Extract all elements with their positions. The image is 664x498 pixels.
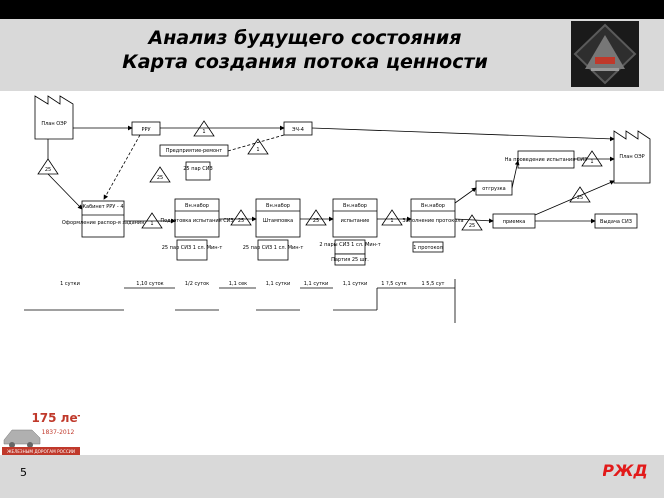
anniversary-logo-icon: 175 лет 1837-2012 ЖЕЛЕЗНЫМ ДОРОГАМ РОССИ… (2, 411, 80, 455)
cabinet-top-label: Кабинет РРУ - 4 (82, 204, 123, 210)
triangle-label: 1 (390, 218, 393, 224)
stock-1-label: 25 пар СИЗ (183, 166, 213, 172)
svg-text:1837-2012: 1837-2012 (42, 429, 75, 436)
timeline-label: 1 сутки (60, 281, 80, 287)
box2-bottom-label: Штамповка (263, 218, 293, 224)
rru-label: РРУ (141, 127, 150, 133)
timeline-label: 1,1 сутки (343, 281, 367, 287)
slide-header (0, 19, 664, 91)
stock-box-1 (185, 161, 211, 181)
triangle-label: 25 (45, 167, 51, 173)
svg-text:РЖД: РЖД (603, 461, 647, 480)
inventory-triangle (149, 166, 171, 183)
triangle-label: 25 (577, 195, 583, 201)
na-provedenie-box (517, 150, 575, 169)
cabinet-bottom-label: Оформление распор-я задания (62, 220, 144, 226)
triangle-label: 25 (157, 175, 163, 181)
stock-5-label: Партия 25 шт. (331, 257, 369, 263)
top-black-bar (0, 0, 664, 19)
inventory-triangle (193, 120, 215, 137)
timeline-label: 1/2 суток (185, 281, 209, 287)
box3-bottom-label: испытание (341, 218, 370, 224)
inventory-triangle (569, 186, 591, 203)
inventory-triangle (381, 209, 403, 226)
inventory-triangle (230, 209, 252, 226)
process-box-4 (410, 198, 456, 238)
plan-right-label: План ОЭР (619, 154, 644, 160)
process-box-1 (174, 198, 220, 238)
stock-box-3 (257, 239, 289, 261)
stock-2-label: 25 пар СИЗ 1 сл. Мин-т (162, 245, 223, 251)
timeline-label: 1,1 сек (229, 281, 247, 287)
triangle-label: 25 (469, 223, 475, 229)
inventory-triangle (581, 150, 603, 167)
company-emblem-icon (571, 21, 639, 87)
title-line-2: Карта создания потока ценности (122, 51, 488, 73)
plan-left-label: План ОЭР (41, 121, 66, 127)
slide-footer (0, 455, 664, 498)
box1-top-label: Вн.набор (185, 203, 209, 209)
cabinet-box (81, 200, 125, 238)
triangle-label: 1 (150, 221, 153, 227)
factory-right-icon (613, 130, 651, 184)
inventory-triangle (247, 138, 269, 155)
inventory-triangle (461, 214, 483, 231)
vydacha-label: Выдача СИЗ (600, 219, 632, 225)
value-stream-map: План ОЭР План ОЭР РРУ ЭЧ-4 Предприятие-р… (24, 95, 651, 323)
box3-top-label: Вн.набор (343, 203, 367, 209)
enterprise-order-label: Предприятие-ремонт (166, 148, 223, 154)
stock-4-label: 2 пары СИЗ 1 сл. Мин-т (319, 242, 380, 248)
timeline-label: 1 5,5 сут (422, 281, 445, 287)
page-number: 5 (20, 466, 27, 479)
box4-bottom-label: Заполнение протокола (402, 218, 463, 224)
box1-bottom-label: Подготовка испытания СИЗ (160, 218, 233, 224)
enterprise-order-box (159, 144, 229, 157)
stock-box-2 (176, 239, 208, 261)
factory-left-icon (34, 95, 74, 140)
title-line-1: Анализ будущего состояния (148, 27, 462, 49)
timeline-label: 1 ?,5 сутк (381, 281, 406, 287)
svg-text:ЖЕЛЕЗНЫМ ДОРОГАМ РОССИИ: ЖЕЛЕЗНЫМ ДОРОГАМ РОССИИ (7, 449, 75, 454)
stock-box-5 (334, 253, 366, 266)
na-provedenie-label: На проведение испытания СИЗ (505, 157, 587, 163)
slide-title: Анализ будущего состояния Карта создания… (90, 26, 520, 74)
triangle-label: 25 (238, 218, 244, 224)
priemka-label: приемка (503, 219, 526, 225)
svg-text:175 лет: 175 лет (31, 411, 80, 425)
inventory-triangle (305, 209, 327, 226)
rzd-logo-icon: РЖД (603, 461, 647, 480)
timeline-label: 1,1 сутки (266, 281, 290, 287)
triangle-label: 25 (313, 218, 319, 224)
ens-label: ЭЧ-4 (292, 127, 304, 133)
inventory-triangle (141, 212, 163, 229)
stock-3-label: 25 пар СИЗ 1 сл. Мин-т (243, 245, 304, 251)
triangle-label: 1 (590, 159, 593, 165)
process-box-2 (255, 198, 301, 238)
box2-top-label: Вн.набор (266, 203, 290, 209)
timeline (24, 279, 456, 323)
triangle-label: 1 (202, 129, 205, 135)
otgruzka-label: отгрузка (482, 186, 505, 192)
protocol-box (412, 241, 444, 253)
triangle-label: 1 (256, 147, 259, 153)
timeline-label: 1,10 суток (136, 281, 163, 287)
box4-top-label: Вн.набор (421, 203, 445, 209)
timeline-label: 1,1 сутки (304, 281, 328, 287)
protocol-label: 1 протокол (413, 245, 443, 251)
